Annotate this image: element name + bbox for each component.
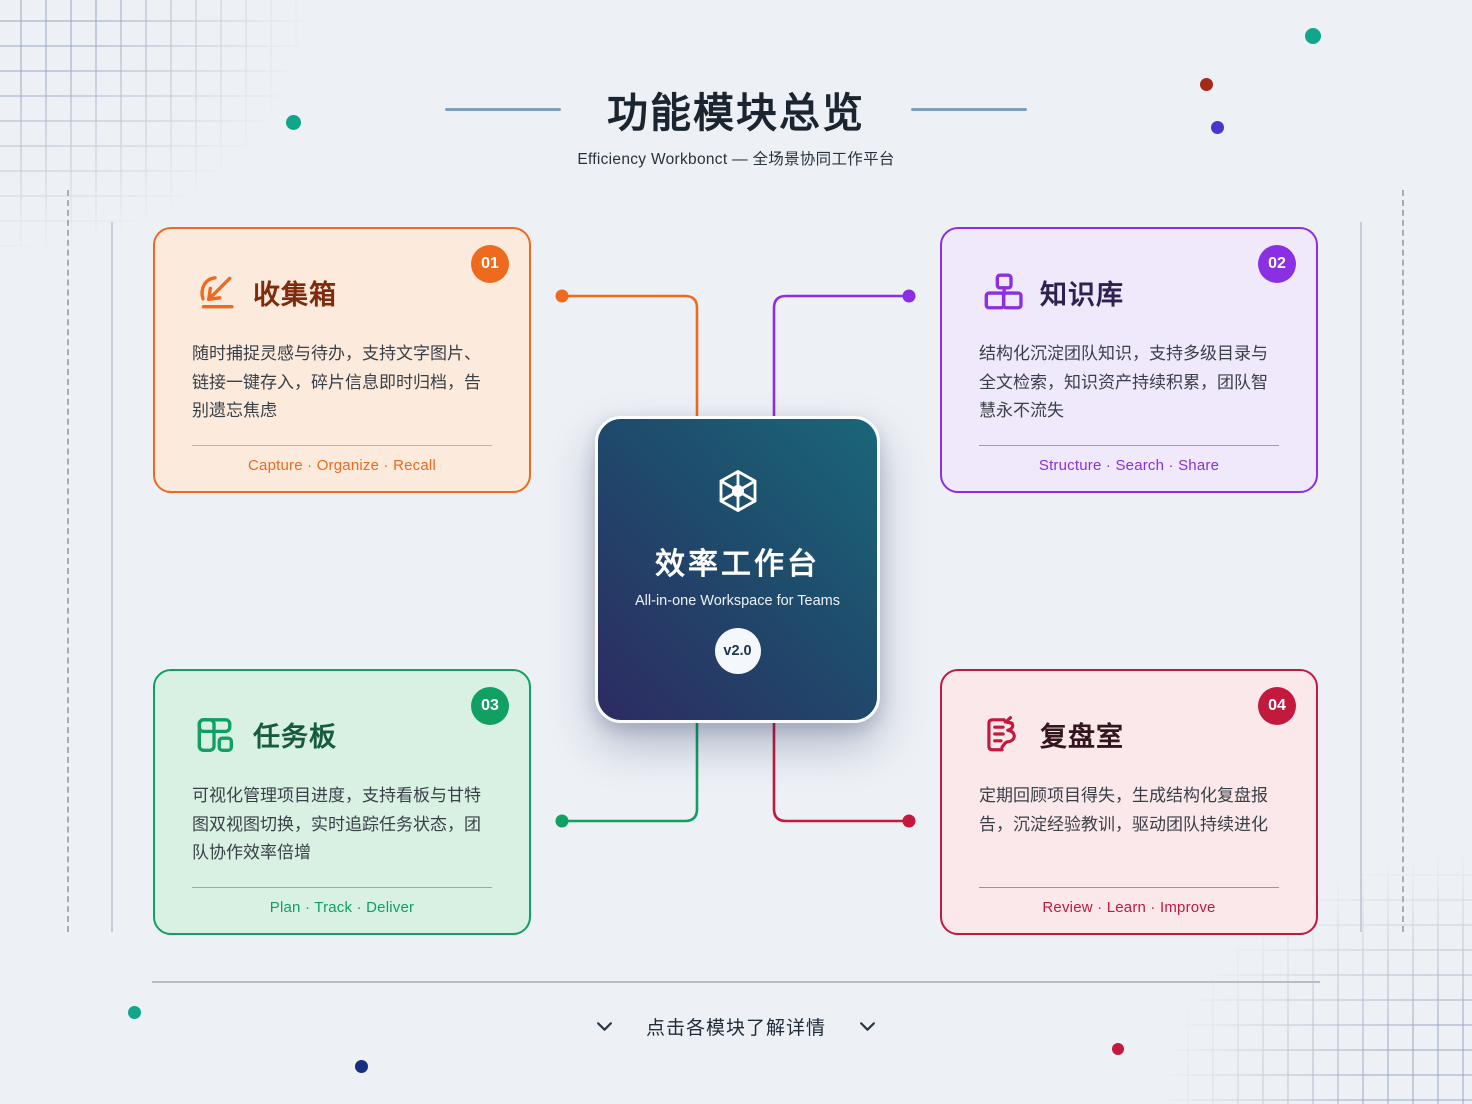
cube-icon	[714, 467, 762, 515]
dashed-guide-line-left	[67, 190, 69, 932]
module-card-review[interactable]: 04 复盘室 定期回顾项目得失，生成结构化复盘报告，沉淀经验教训，驱动团队持续进…	[940, 669, 1318, 935]
solid-guide-line-left	[111, 222, 113, 932]
module-description: 随时捕捉灵感与待办，支持文字图片、链接一键存入，碎片信息即时归档，告别遗忘焦虑	[192, 344, 481, 420]
connector-dot-tasks	[555, 814, 569, 828]
module-title: 知识库	[1040, 279, 1124, 310]
decor-dot	[285, 114, 301, 130]
decor-dot	[1305, 28, 1321, 44]
chevron-down-icon	[596, 1021, 613, 1032]
version-badge: v2.0	[714, 628, 761, 674]
module-divider	[979, 445, 1279, 446]
inbox-collect-icon	[192, 271, 236, 313]
module-tags: Structure · Search · Share	[1038, 457, 1220, 474]
module-divider	[192, 445, 492, 446]
hub-card: 效率工作台 All-in-one Workspace for Teams v2.…	[595, 416, 880, 723]
chevron-down-icon	[859, 1021, 876, 1032]
module-number-badge: 01	[471, 245, 509, 283]
decor-dot	[1199, 77, 1213, 91]
footer-hint-text: 点击各模块了解详情	[645, 1018, 826, 1039]
review-report-icon	[979, 713, 1023, 755]
header: 功能模块总览	[0, 79, 1472, 139]
module-number-badge: 02	[1258, 245, 1296, 283]
module-title: 收集箱	[253, 279, 337, 310]
hub-subtitle: All-in-one Workspace for Teams	[635, 593, 840, 609]
decor-dot	[1210, 120, 1224, 134]
connector-review	[772, 721, 909, 823]
module-header: 任务板	[192, 712, 492, 756]
module-description: 结构化沉淀团队知识，支持多级目录与全文检索，知识资产持续积累，团队智慧永不流失	[979, 344, 1268, 420]
footer-hint: 点击各模块了解详情	[0, 1013, 1472, 1040]
module-number-badge: 03	[471, 687, 509, 725]
module-card-inbox[interactable]: 01 收集箱 随时捕捉灵感与待办，支持文字图片、链接一键存入，碎片信息即时归档，…	[153, 227, 531, 493]
module-divider	[979, 887, 1279, 888]
module-number-badge: 04	[1258, 687, 1296, 725]
module-description: 定期回顾项目得失，生成结构化复盘报告，沉淀经验教训，驱动团队持续进化	[979, 786, 1268, 834]
module-title: 复盘室	[1040, 721, 1124, 752]
sitemap-icon	[979, 271, 1023, 313]
module-description: 可视化管理项目进度，支持看板与甘特图双视图切换，实时追踪任务状态，团队协作效率倍…	[192, 786, 481, 862]
connector-dot-inbox	[555, 289, 569, 303]
module-header: 复盘室	[979, 712, 1279, 756]
title-decor-line-left	[445, 107, 561, 111]
dashed-guide-line-right	[1402, 190, 1404, 932]
connector-knowledge	[772, 294, 909, 418]
module-tags: Review · Learn · Improve	[1042, 899, 1216, 916]
module-card-tasks[interactable]: 03 任务板 可视化管理项目进度，支持看板与甘特图双视图切换，实时追踪任务状态，…	[153, 669, 531, 935]
decor-dot	[354, 1059, 368, 1073]
footer-divider	[152, 981, 1320, 983]
connector-tasks	[562, 721, 699, 823]
kanban-board-icon	[192, 713, 236, 755]
connector-inbox	[562, 294, 699, 418]
decor-dot	[127, 1005, 141, 1019]
solid-guide-line-right	[1360, 222, 1362, 932]
page-subtitle: Efficiency Workbonct — 全场景协同工作平台	[577, 151, 895, 168]
module-tags: Plan · Track · Deliver	[269, 899, 415, 916]
module-tags: Capture · Organize · Recall	[248, 457, 436, 474]
page-title: 功能模块总览	[607, 90, 865, 136]
module-header: 收集箱	[192, 270, 492, 314]
module-card-knowledge[interactable]: 02 知识库 结构化沉淀团队知识，支持多级目录与全文检索，知识资产持续积累，团队…	[940, 227, 1318, 493]
module-header: 知识库	[979, 270, 1279, 314]
title-decor-line-right	[911, 107, 1027, 111]
hub-title: 效率工作台	[655, 548, 820, 581]
connector-dot-knowledge	[902, 289, 916, 303]
decor-dot	[1112, 1043, 1124, 1055]
module-divider	[192, 887, 492, 888]
module-title: 任务板	[253, 721, 337, 752]
connector-dot-review	[902, 814, 916, 828]
